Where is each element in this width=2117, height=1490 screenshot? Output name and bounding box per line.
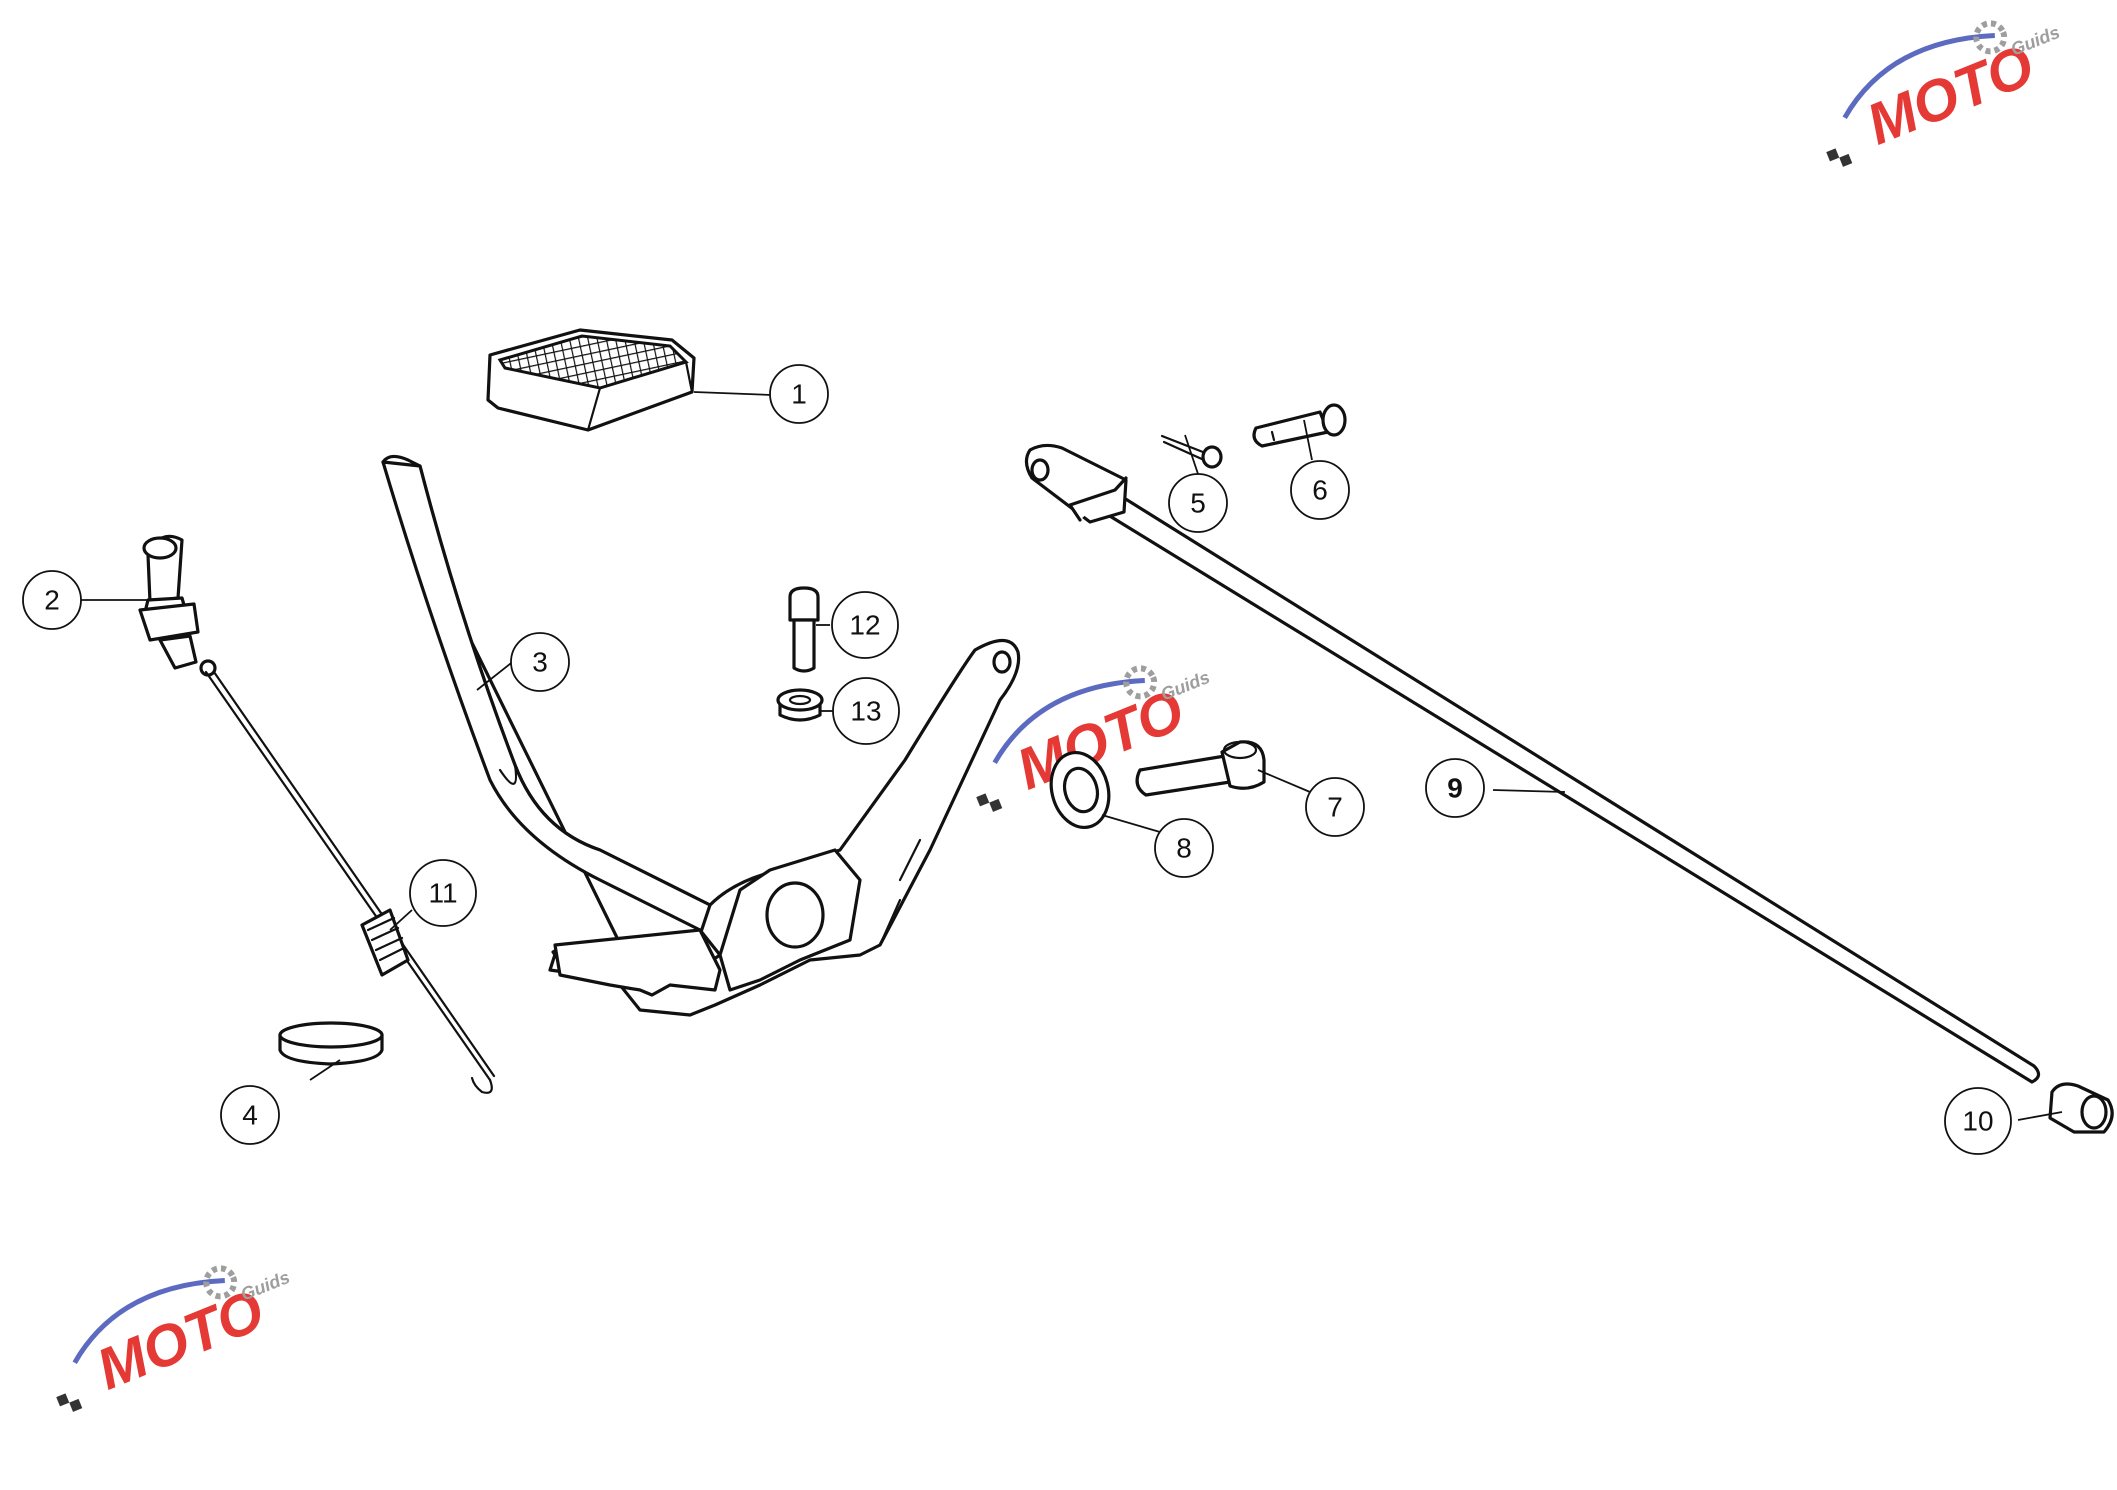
callout-2: 2: [22, 570, 82, 630]
part-1-pedal-pad: [486, 328, 696, 432]
callout-circle: [1944, 1087, 2012, 1155]
part-2-brake-switch: [138, 534, 217, 677]
callout-circle: [769, 364, 829, 424]
watermark-logo-top-right: MOTO Guids: [1826, 20, 2063, 167]
part-3-brake-pedal: [381, 454, 1021, 1017]
callout-circle: [1168, 473, 1228, 533]
callout-circle: [510, 632, 570, 692]
part-5-split-pin: [1160, 434, 1223, 469]
callout-label: 1: [791, 379, 807, 410]
part-6-clevis-pin: [1252, 403, 1347, 448]
callout-8: 8: [1154, 818, 1214, 878]
callout-label: 10: [1962, 1106, 1993, 1137]
callout-circle: [831, 591, 899, 659]
callout-12: 12: [831, 591, 899, 659]
callout-circle: [409, 859, 477, 927]
callout-circle: [1154, 818, 1214, 878]
callout-label: 11: [428, 878, 457, 909]
watermark-sub-text: Guids: [1158, 667, 1213, 705]
callout-circle: [220, 1085, 280, 1145]
callout-5: 5: [1168, 473, 1228, 533]
callout-label: 9: [1447, 773, 1463, 804]
callout-7: 7: [1305, 777, 1365, 837]
callout-circle: [22, 570, 82, 630]
callout-label: 2: [44, 585, 60, 616]
callout-label: 6: [1312, 475, 1328, 506]
callout-10: 10: [1944, 1087, 2012, 1155]
callout-4: 4: [220, 1085, 280, 1145]
part-7-flange-bolt: [1135, 740, 1266, 797]
callout-label: 4: [242, 1100, 258, 1131]
part-10-nut: [2048, 1082, 2114, 1134]
callout-label: 13: [850, 696, 881, 727]
callout-1: 1: [769, 364, 829, 424]
watermark-logo-bottom-left: MOTO Guids: [56, 1265, 293, 1412]
callout-circle: [832, 677, 900, 745]
callout-6: 6: [1290, 460, 1350, 520]
callout-9: 9: [1425, 758, 1485, 818]
callout-label: 7: [1327, 792, 1343, 823]
callout-label: 8: [1176, 833, 1192, 864]
part-13-bushing: [776, 688, 824, 722]
watermark-sub-text: Guids: [2008, 22, 2063, 60]
callout-label: 12: [849, 610, 880, 641]
part-12-bolt: [788, 586, 820, 673]
callout-circle: [1290, 460, 1350, 520]
callout-13: 13: [832, 677, 900, 745]
part-8-washer: [1049, 750, 1111, 830]
part-4-cap: [278, 1021, 384, 1066]
callout-label: 3: [532, 647, 548, 678]
part-11-return-spring: [204, 670, 496, 1094]
callout-circle: [1425, 758, 1485, 818]
callout-11: 11: [409, 859, 477, 927]
part-9-brake-rod: [1024, 443, 2041, 1084]
callout-label: 5: [1190, 488, 1206, 519]
watermark-sub-text: Guids: [238, 1267, 293, 1305]
callout-circle: [1305, 777, 1365, 837]
callout-3: 3: [510, 632, 570, 692]
